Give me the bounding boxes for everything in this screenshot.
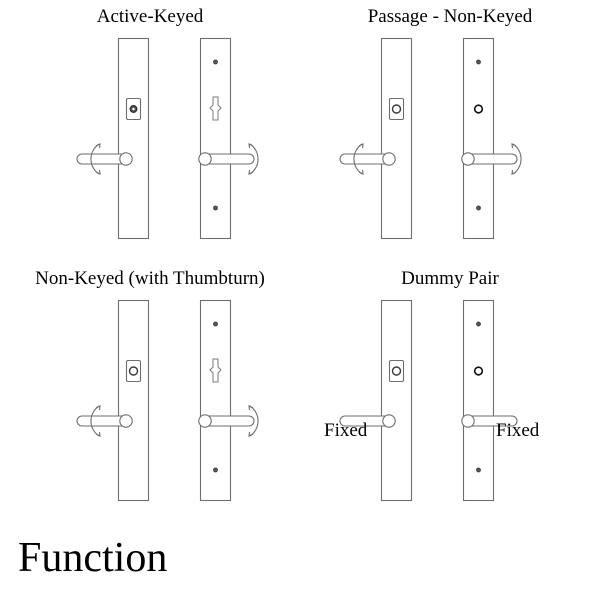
screw-dot-top (476, 59, 481, 65)
blank-hole-icon (473, 104, 484, 114)
rotation-arrow-top-exterior (358, 143, 364, 149)
fixed-label-interior: Fixed (496, 420, 540, 441)
rotation-arrow-top-exterior (95, 405, 101, 411)
rotation-arc-exterior (353, 143, 363, 175)
blank-hole-icon (473, 366, 484, 376)
rotation-arrow-bottom-exterior (95, 169, 101, 175)
blank-hole-icon (391, 104, 402, 114)
rotation-arrow-top-interior (248, 405, 254, 411)
lever-hub-exterior (382, 414, 396, 428)
rotation-arrow-bottom-exterior (95, 431, 101, 437)
screw-dot-top (213, 321, 218, 327)
rotation-arrow-top-interior (511, 143, 517, 149)
function-group-active-keyed: Active-Keyed (0, 6, 300, 256)
diagram-active-keyed (0, 32, 300, 247)
lever-hub-interior (461, 414, 475, 428)
blank-hole-icon (128, 366, 139, 376)
lever-hub-interior (461, 152, 475, 166)
thumbturn-icon (209, 96, 222, 121)
rotation-arrow-top-interior (248, 143, 254, 149)
page-title: Function (18, 535, 168, 581)
screw-dot-top (476, 321, 481, 327)
escutcheon-plate-interior (462, 299, 495, 502)
screw-dot-bottom (213, 205, 218, 211)
diagram-passage-non-keyed (300, 32, 600, 247)
escutcheon-plate-exterior (380, 37, 413, 240)
screw-dot-bottom (476, 205, 481, 211)
fixed-label-exterior: Fixed (324, 420, 368, 441)
group-title-dummy-pair: Dummy Pair (401, 268, 499, 289)
rotation-arrow-bottom-interior (248, 431, 254, 437)
lever-hub-exterior (382, 152, 396, 166)
rotation-arc-exterior (90, 405, 100, 437)
group-title-active-keyed: Active-Keyed (96, 6, 204, 27)
lever-hub-interior (198, 414, 212, 428)
thumbturn-icon (209, 358, 222, 383)
diagram-dummy-pair (300, 294, 600, 509)
rotation-arc-interior (249, 405, 259, 437)
escutcheon-plate-exterior (117, 37, 150, 240)
function-group-passage-non-keyed: Passage - Non-Keyed (300, 6, 600, 256)
blank-hole-icon (391, 366, 402, 376)
lever-hub-interior (198, 152, 212, 166)
escutcheon-plate-interior (199, 299, 232, 502)
function-group-dummy-pair: Dummy Pair Fixed Fixed (300, 268, 600, 518)
lever-hub-exterior (119, 414, 133, 428)
rotation-arc-interior (512, 143, 522, 175)
group-title-non-keyed-with-thumbturn: Non-Keyed (with Thumbturn) (35, 268, 265, 289)
rotation-arrow-bottom-interior (248, 169, 254, 175)
rotation-arrow-top-exterior (95, 143, 101, 149)
rotation-arrow-bottom-interior (511, 169, 517, 175)
escutcheon-plate-exterior (380, 299, 413, 502)
escutcheon-plate-interior (199, 37, 232, 240)
rotation-arc-exterior (90, 143, 100, 175)
rotation-arrow-bottom-exterior (358, 169, 364, 175)
diagram-non-keyed-with-thumbturn (0, 294, 300, 509)
escutcheon-plate-exterior (117, 299, 150, 502)
keyhole-pin (132, 107, 135, 111)
screw-dot-bottom (213, 467, 218, 473)
screw-dot-bottom (476, 467, 481, 473)
group-title-passage-non-keyed: Passage - Non-Keyed (367, 6, 533, 27)
rotation-arc-interior (249, 143, 259, 175)
escutcheon-plate-interior (462, 37, 495, 240)
lever-hub-exterior (119, 152, 133, 166)
function-group-non-keyed-with-thumbturn: Non-Keyed (with Thumbturn) (0, 268, 300, 518)
screw-dot-top (213, 59, 218, 65)
